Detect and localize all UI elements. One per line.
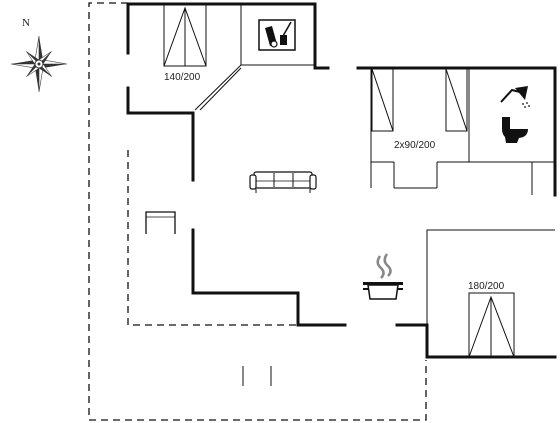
compass-star-icon (10, 35, 68, 93)
bed-180-200 (468, 292, 515, 358)
toilet-icon (502, 117, 528, 143)
compass-north-label: N (22, 17, 30, 29)
cooking-pot-icon (363, 253, 403, 300)
walls (126, 2, 557, 359)
table-icon (145, 211, 176, 234)
washing-machine-icon (258, 19, 296, 51)
bed-140-200-label: 140/200 (164, 72, 201, 83)
bed-180-200-label: 180/200 (468, 281, 505, 292)
interior-partitions (194, 4, 555, 386)
terrace-outline (88, 2, 427, 421)
shower-icon (500, 86, 530, 108)
bed-2x90-200-label: 2x90/200 (394, 140, 436, 151)
compass-rose: N (10, 17, 68, 93)
bed-2x90-200 (371, 68, 468, 132)
sofa-icon (249, 171, 317, 193)
bed-140-200 (163, 3, 207, 67)
